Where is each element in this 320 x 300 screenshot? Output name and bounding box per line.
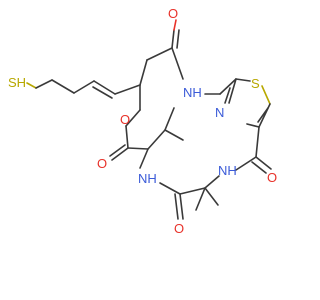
atom-labels: SH S O O O O O NH N NH NH (8, 6, 277, 236)
thiol-side-chain (26, 79, 141, 99)
macrocycle-top (139, 19, 237, 95)
ester-carbonyl-oxygen-label: O (97, 156, 107, 171)
thiol-sh-label: SH (8, 75, 26, 90)
amide-nh-top-label: NH (183, 85, 202, 100)
amide-nh-right-label: NH (218, 163, 237, 178)
structure-svg: SH S O O O O O NH N NH NH (8, 6, 277, 236)
thiazole-n-label: N (215, 105, 224, 120)
amide-nh-left-label: NH (138, 171, 157, 186)
bottom-amide (159, 182, 219, 220)
ring-oxygen-label: O (120, 112, 130, 127)
valine-residue (109, 84, 184, 169)
thiazole-s-label: S (251, 76, 260, 91)
thiazole-ring (224, 78, 271, 128)
carbonyl-oxygen-right-label: O (267, 170, 277, 185)
carbonyl-oxygen-bottom-label: O (174, 221, 184, 236)
right-amide (204, 126, 272, 189)
carbonyl-oxygen-top-label: O (168, 6, 178, 21)
molecule-diagram: SH S O O O O O NH N NH NH (8, 6, 277, 236)
